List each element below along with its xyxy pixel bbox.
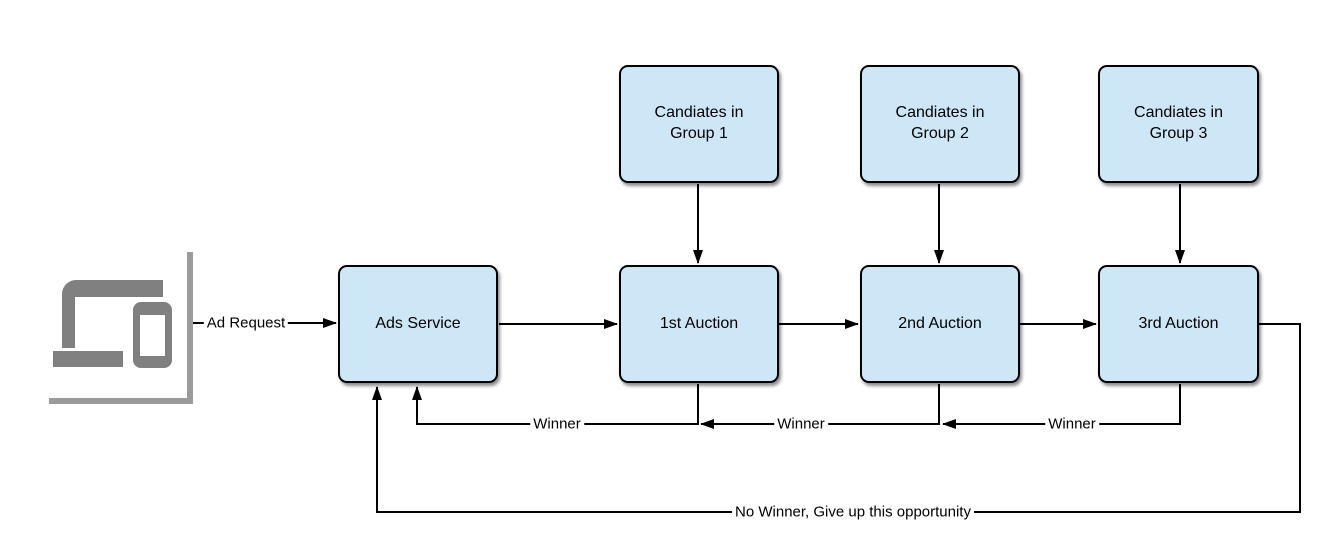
edge-label-winner-2: Winner	[774, 415, 828, 433]
edge-label-winner-1: Winner	[530, 415, 584, 433]
edge-label-ad-request: Ad Request	[203, 314, 289, 332]
node-2nd-auction: 2nd Auction	[860, 265, 1020, 383]
phone-icon	[133, 302, 172, 368]
node-candidates-group-3: Candiates in Group 3	[1098, 65, 1259, 183]
edge-label-no-winner: No Winner, Give up this opportunity	[732, 503, 974, 521]
node-candidates-group-2: Candiates in Group 2	[860, 65, 1020, 183]
node-3rd-auction: 3rd Auction	[1098, 265, 1259, 383]
node-ads-service: Ads Service	[338, 265, 498, 383]
laptop-screen-icon	[62, 280, 163, 348]
devices-icon	[43, 246, 187, 398]
node-candidates-group-1: Candiates in Group 1	[619, 65, 779, 183]
edge-label-winner-3: Winner	[1045, 415, 1099, 433]
laptop-base-icon	[53, 351, 123, 367]
node-1st-auction: 1st Auction	[619, 265, 779, 383]
